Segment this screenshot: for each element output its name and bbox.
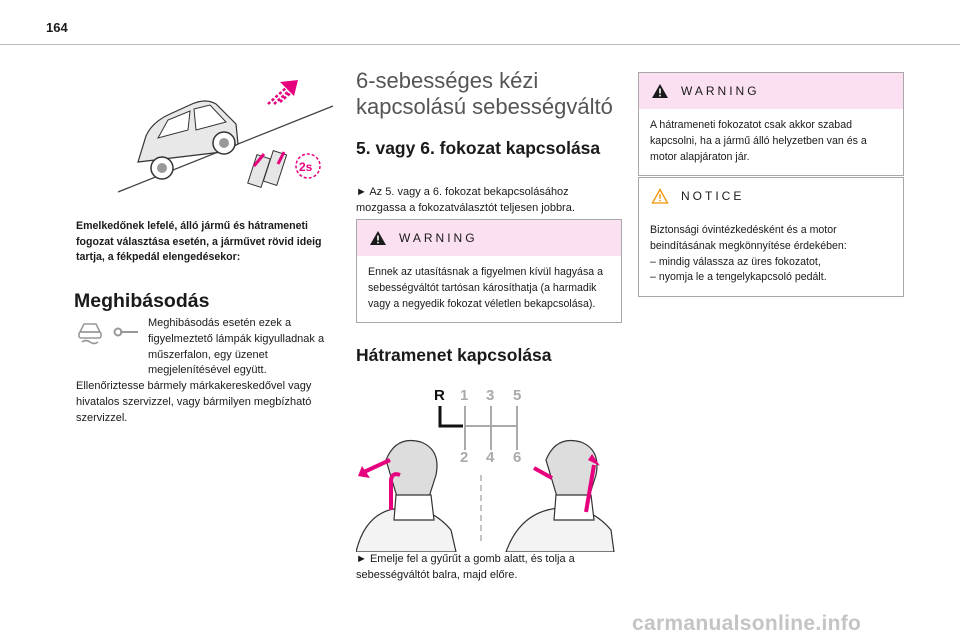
notice-title: NOTICE [681,189,745,203]
warning-text: Ennek az utasításnak a figyelmen kívül h… [368,266,603,310]
warning-text: A hátrameneti fokozatot csak akkor szaba… [650,119,867,163]
sub-heading-gear-5-6: 5. vagy 6. fokozat kapcsolása [356,138,601,158]
gear-knob-left [356,439,457,552]
gear-label-2: 2 [460,449,468,466]
warning-triangle-icon [652,84,668,98]
gear-shift-illustration: R 1 3 5 2 4 6 [356,387,615,552]
gear-label-4: 4 [486,449,495,466]
gear-label-r: R [434,387,445,404]
warning-lamps-icons [78,323,138,345]
fault-text-2: Ellenőriztesse bármely márkakereskedővel… [76,380,312,424]
warning-header: WARNING [639,73,903,109]
gear-label-1: 1 [460,387,468,404]
notice-intro: Biztonsági óvintézkedésként és a motor b… [650,224,847,252]
warning-title: WARNING [681,84,760,98]
notice-box: NOTICE Biztonsági óvintézkedésként és a … [638,177,904,298]
warning-box-reverse: WARNING A hátrameneti fokozatot csak akk… [638,72,904,177]
warning-box-gearbox: WARNING Ennek az utasításnak a figyelmen… [356,219,622,324]
warning-triangle-icon [370,231,386,245]
fault-heading: Meghibásodás [74,290,210,312]
page-number: 164 [46,20,68,35]
gear-label-5: 5 [513,387,521,404]
wrench-icon [113,327,138,337]
notice-header: NOTICE [639,178,903,214]
step-reverse: ► Emelje fel a gyűrűt a gomb alatt, és t… [356,553,575,581]
top-rule [0,44,960,45]
warning-title: WARNING [399,231,478,245]
fault-text-1: Meghibásodás esetén ezek a figyelmeztető… [148,317,325,377]
car-on-slope-illustration [118,80,334,193]
timer-label: 2s [299,160,313,174]
gear-label-3: 3 [486,387,494,404]
fault-text: Meghibásodás esetén ezek a figyelmeztető… [76,316,338,427]
footer-watermark: carmanualsonline.info [632,612,862,635]
gear-label-6: 6 [513,449,521,466]
illustration-caption: Emelkedőnek lefelé, álló jármű és hátram… [76,220,322,263]
notice-item: – mindig válassza az üres fokozatot, [650,255,821,268]
reverse-heading: Hátramenet kapcsolása [356,345,552,365]
section-title: 6-sebességes kézi kapcsolású sebességvál… [356,68,613,119]
gear-knob-right [505,439,615,552]
step-gear-5-6: ► Az 5. vagy a 6. fokozat bekapcsolásáho… [356,186,575,214]
notice-triangle-icon [651,188,669,204]
car-skid-icon [78,323,102,345]
notice-item: – nyomja le a tengelykapcsoló pedált. [650,271,827,284]
warning-header: WARNING [357,220,621,256]
